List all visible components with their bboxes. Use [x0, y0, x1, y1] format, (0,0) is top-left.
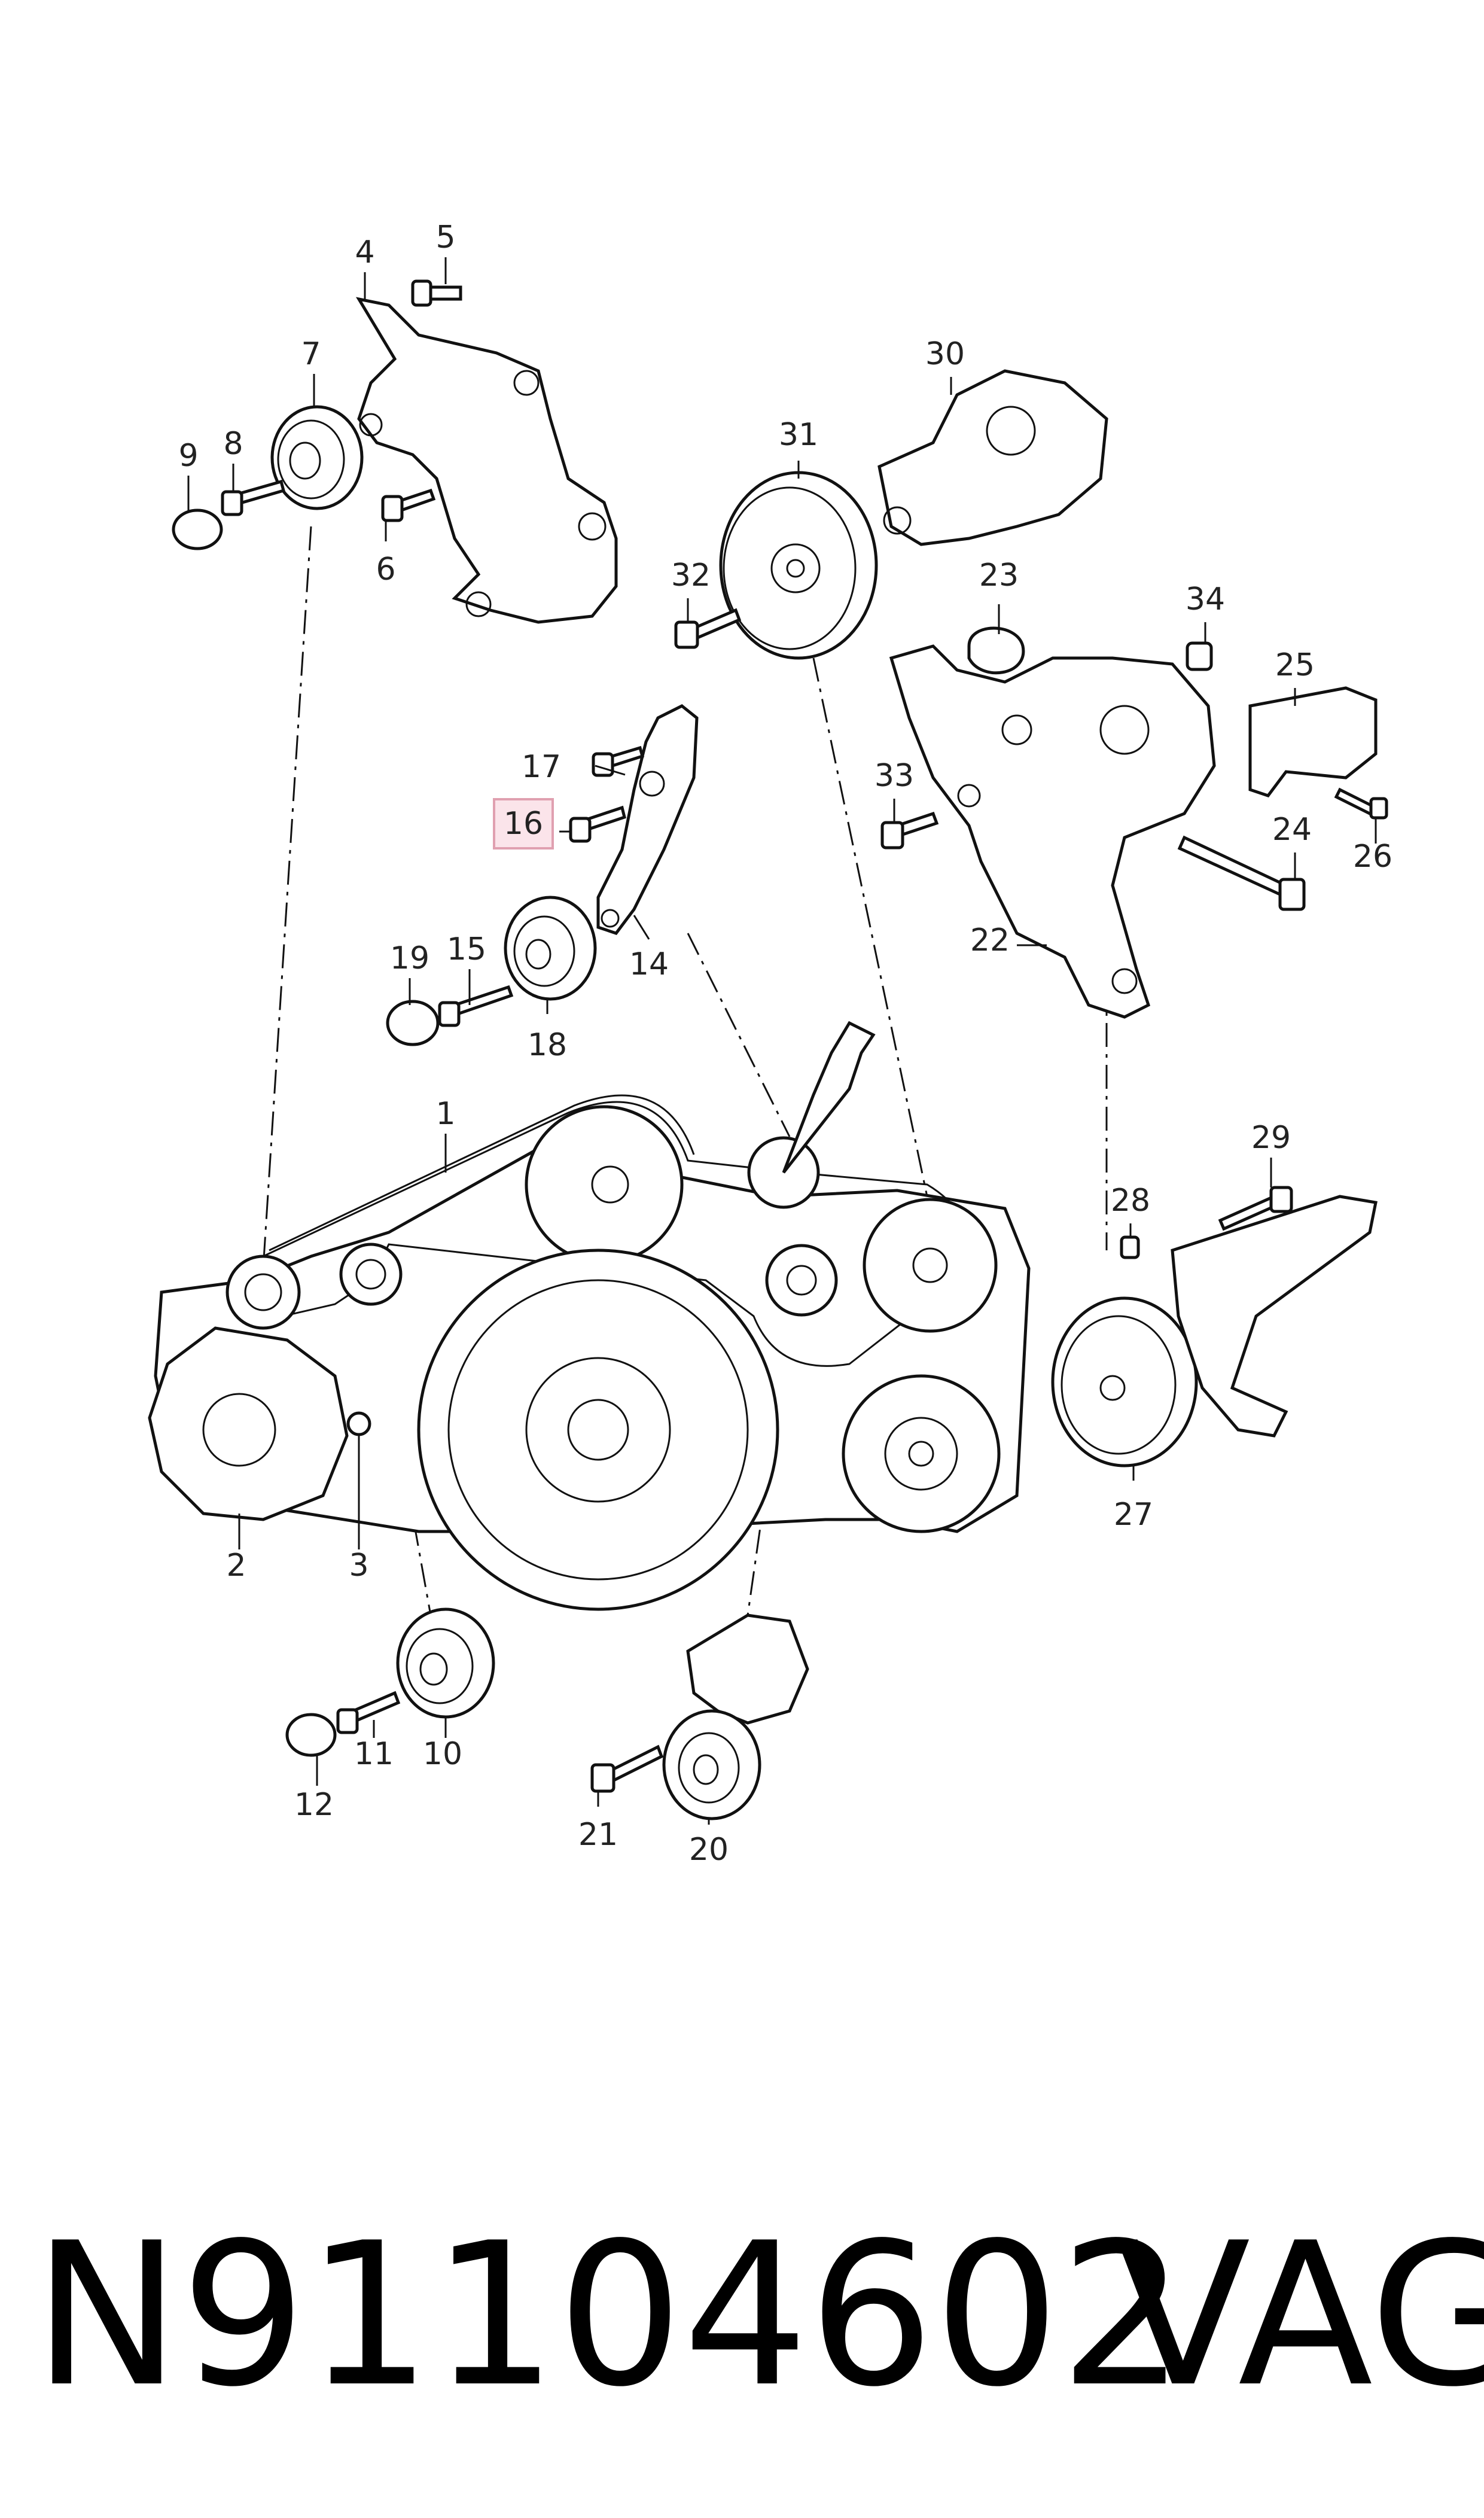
callout-9: 9 [178, 438, 198, 474]
bolt-15 [452, 985, 514, 1016]
bracket-14 [596, 704, 699, 935]
alternator-bracket-group [172, 279, 618, 624]
housing-group [880, 626, 1388, 1019]
bracket-25 [1248, 686, 1378, 797]
sleeve-34 [1186, 641, 1213, 671]
callout-32: 32 [671, 558, 711, 593]
lower-idler-group [285, 1607, 809, 1820]
callout-labels: 1 2 3 4 5 6 7 8 9 10 11 12 14 15 16 17 1… [178, 220, 1392, 1868]
tensioner-group [386, 704, 699, 1046]
callout-11: 11 [354, 1736, 394, 1772]
bolt-24 [1177, 835, 1288, 897]
callout-14: 14 [629, 946, 669, 982]
housing-22 [889, 644, 1216, 1019]
pulley-31 [719, 471, 878, 660]
callout-6: 6 [376, 552, 395, 587]
idler-pulley-18 [504, 896, 597, 1001]
callout-33: 33 [874, 758, 914, 794]
alternator-2 [148, 1326, 349, 1521]
callout-5: 5 [435, 220, 455, 255]
callout-3: 3 [349, 1548, 368, 1584]
callout-4: 4 [355, 235, 374, 270]
cap-19 [386, 1000, 440, 1046]
bolt-17 [608, 745, 645, 768]
bolt-16 [584, 805, 626, 832]
callout-28: 28 [1111, 1183, 1150, 1219]
belt-drive-group [148, 1021, 1378, 1611]
callout-1: 1 [435, 1096, 455, 1132]
bolt-21 [608, 1744, 664, 1783]
callout-27: 27 [1114, 1497, 1153, 1533]
callout-26: 26 [1353, 839, 1392, 875]
bracket-27 [1171, 1195, 1378, 1438]
part-number: N91104602 [33, 2200, 1186, 2430]
exploded-parts-diagram: 1 2 3 4 5 6 7 8 9 10 11 12 14 15 16 17 1… [148, 220, 1392, 1868]
callout-8: 8 [223, 426, 243, 462]
callout-18: 18 [528, 1027, 567, 1063]
callout-23: 23 [979, 558, 1019, 593]
callout-12: 12 [294, 1787, 334, 1823]
sleeve-28 [1120, 1235, 1140, 1259]
cap-12 [285, 1713, 337, 1757]
brand-label: VAG [1116, 2200, 1484, 2430]
callout-16: 16 [504, 806, 543, 842]
callout-7: 7 [301, 336, 321, 372]
callout-24: 24 [1272, 812, 1312, 848]
callout-20: 20 [689, 1832, 729, 1868]
idler-pulley-7 [270, 405, 364, 510]
callout-2: 2 [226, 1548, 246, 1584]
tensioner-20 [662, 1613, 809, 1820]
callout-30: 30 [925, 336, 965, 372]
callout-19: 19 [390, 940, 429, 976]
footer: N91104602 VAG [0, 2190, 1484, 2441]
pulley-27 [1051, 1296, 1198, 1467]
power-steering-group [674, 369, 1108, 660]
cap-9 [172, 509, 223, 550]
callout-15: 15 [447, 931, 486, 967]
gasket-23 [967, 626, 1025, 675]
callout-31: 31 [779, 417, 818, 453]
idler-pulley-10 [396, 1607, 495, 1719]
callout-10: 10 [423, 1736, 462, 1772]
pump-30 [877, 369, 1108, 546]
callout-17: 17 [522, 749, 561, 785]
leader-lines [187, 257, 1377, 1825]
highlight-box-16 [493, 798, 554, 850]
callout-29: 29 [1251, 1120, 1291, 1156]
callout-22: 22 [970, 922, 1010, 958]
bolt-11 [351, 1691, 401, 1723]
bracket-4 [355, 297, 618, 624]
callout-25: 25 [1275, 647, 1315, 683]
bolt-32 [691, 608, 742, 640]
bolt-8 [237, 479, 286, 505]
callout-21: 21 [578, 1817, 618, 1853]
callout-34: 34 [1186, 581, 1225, 617]
